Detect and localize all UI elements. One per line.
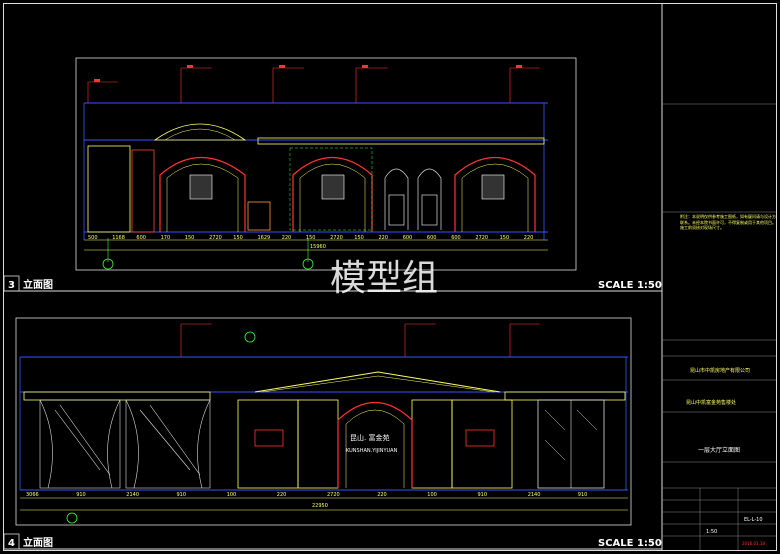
view-4-title: 立面图	[23, 536, 53, 549]
drawing-date: 2016.01.18	[742, 541, 765, 546]
bottom-dim-label: 910	[478, 492, 488, 498]
top-dim-label: 220	[282, 235, 292, 241]
view-4-number: 4	[8, 538, 15, 549]
bottom-dim-label: 2140	[528, 492, 541, 498]
design-notes: 附注：本说明仅供参考施工图纸，如有疑问请与设计方联系。未经本院书面许可，不得复制…	[680, 214, 776, 230]
view-3-caption: 3 立面图 SCALE 1:50	[3, 275, 662, 292]
bottom-dim-label: 100	[227, 492, 237, 498]
top-dim-label: 2720	[209, 235, 222, 241]
view-4-caption: 4 立面图 SCALE 1:50	[3, 533, 662, 550]
top-dim-label: 1168	[112, 235, 125, 241]
top-dim-label: 1629	[258, 235, 271, 241]
bottom-dim-label: 3066	[26, 492, 39, 498]
drawing-number: EL-L-10	[744, 517, 763, 523]
bottom-dim-label: 910	[177, 492, 187, 498]
bottom-dim-label: 100	[427, 492, 437, 498]
bottom-dim-label: 910	[76, 492, 86, 498]
view-4-scale: SCALE 1:50	[598, 538, 662, 549]
title-block: 附注：本说明仅供参考施工图纸，如有疑问请与设计方联系。未经本院书面许可，不得复制…	[662, 103, 776, 550]
top-dim-label: 170	[161, 235, 171, 241]
bottom-dim-label: 220	[277, 492, 287, 498]
top-dim-label: 150	[500, 235, 510, 241]
drawing-title: 一层大厅立面图	[698, 446, 740, 454]
bottom-dim-label: 910	[578, 492, 588, 498]
plaque-text-line1: 昆山. 富金苑	[350, 433, 389, 442]
bottom-total-dim: 22950	[312, 503, 328, 509]
view-3-number: 3	[8, 280, 15, 291]
project-name: 昆山中凯富金苑售楼处	[686, 399, 736, 406]
top-dim-label: 150	[233, 235, 243, 241]
bottom-dim-label: 220	[377, 492, 387, 498]
view-3-scale: SCALE 1:50	[598, 280, 662, 291]
elevation-3: 15960	[75, 57, 577, 271]
top-dim-label: 500	[88, 235, 98, 241]
top-total-dim: 15960	[310, 244, 326, 250]
plaque-text-line2: KUNSHAN.YIJINYUAN	[346, 448, 398, 454]
top-dim-label: 2720	[475, 235, 488, 241]
top-dim-label: 220	[524, 235, 534, 241]
elevation-4: 昆山. 富金苑 KUNSHAN.YIJINYUAN 22950	[15, 317, 632, 526]
top-dim-label: 600	[427, 235, 437, 241]
top-dim-label: 220	[379, 235, 389, 241]
top-dim-label: 600	[451, 235, 461, 241]
drawing-scale: 1:50	[706, 529, 717, 535]
sheet-border	[3, 3, 777, 551]
top-dim-label: 150	[185, 235, 195, 241]
top-dim-label: 600	[403, 235, 413, 241]
top-dim-label: 600	[136, 235, 146, 241]
top-dim-label: 150	[354, 235, 364, 241]
view-3-title: 立面图	[23, 278, 53, 291]
top-dim-label: 150	[306, 235, 316, 241]
bottom-dim-label: 2140	[126, 492, 139, 498]
top-dim-label: 2720	[330, 235, 343, 241]
bottom-dim-label: 2720	[327, 492, 340, 498]
watermark: 模型组	[330, 258, 438, 299]
client-name: 昆山市中凯房地产有限公司	[690, 367, 750, 374]
